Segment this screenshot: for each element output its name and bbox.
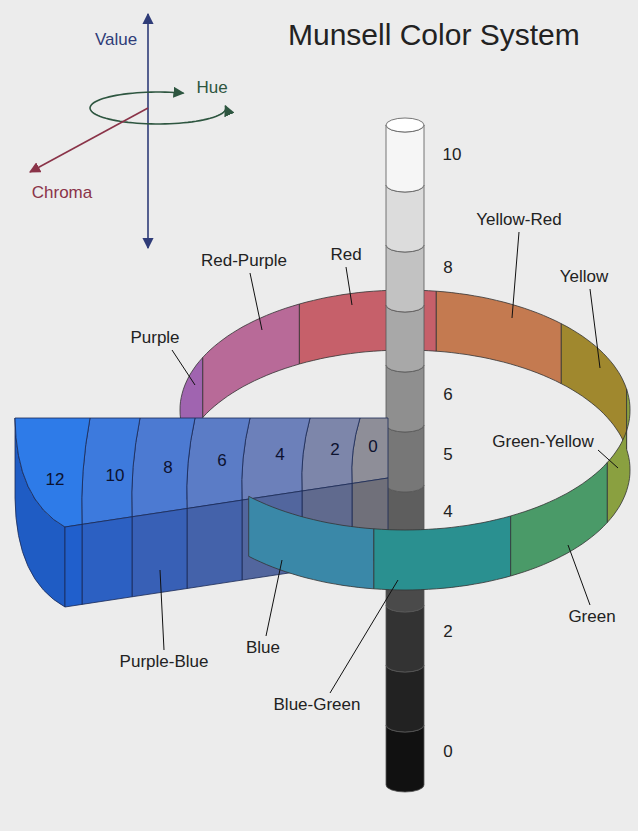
value-band — [386, 185, 424, 252]
hue-arrow — [90, 92, 226, 124]
hue-segment — [607, 389, 630, 522]
column-cap — [386, 118, 424, 132]
hue-ring-front — [249, 463, 608, 590]
hue-segment — [561, 324, 626, 450]
value-band — [386, 305, 424, 372]
hue-label: Yellow — [560, 268, 609, 287]
hue-label: Blue — [246, 639, 280, 658]
hue-segment — [374, 516, 511, 590]
chroma-number: 0 — [368, 438, 377, 457]
axis-label: Chroma — [32, 184, 92, 203]
axis-inset — [30, 14, 226, 248]
chroma-band — [187, 418, 250, 509]
leader-line — [568, 545, 590, 605]
hue-label: Blue-Green — [274, 696, 361, 715]
chroma-band — [302, 418, 360, 491]
value-number: 5 — [443, 446, 452, 465]
chroma-band — [15, 418, 90, 527]
value-band — [386, 425, 424, 492]
chroma-slab — [15, 418, 388, 607]
leader-line — [330, 580, 398, 693]
value-number: 0 — [443, 743, 452, 762]
chroma-band-front — [82, 517, 132, 605]
chroma-band — [82, 418, 140, 524]
hue-label: Red — [330, 246, 361, 265]
chroma-number: 6 — [217, 452, 226, 471]
chroma-band-front — [65, 524, 82, 607]
leader-line — [346, 267, 352, 305]
chroma-number: 8 — [163, 459, 172, 478]
hue-label: Green — [568, 608, 615, 627]
chroma-band — [132, 418, 195, 517]
value-column — [386, 118, 424, 792]
value-band — [386, 725, 424, 792]
leader-line — [172, 350, 195, 385]
chroma-number: 12 — [46, 471, 65, 490]
axis-label: Value — [95, 31, 137, 50]
value-number: 6 — [443, 386, 452, 405]
diagram-title: Munsell Color System — [288, 18, 580, 52]
value-number: 10 — [443, 146, 462, 165]
value-band — [386, 125, 424, 192]
leader-lines — [160, 232, 618, 693]
hue-segment — [511, 463, 608, 576]
hue-segment — [203, 304, 300, 417]
chroma-arrow — [30, 108, 148, 172]
value-band — [386, 605, 424, 672]
hue-label: Yellow-Red — [476, 211, 561, 230]
chroma-band — [242, 418, 310, 500]
value-number: 4 — [443, 503, 452, 522]
value-band — [386, 365, 424, 432]
hue-label: Red-Purple — [201, 252, 287, 271]
chroma-number: 4 — [275, 446, 284, 465]
hue-segment — [436, 291, 561, 384]
value-band — [386, 245, 424, 312]
leader-line — [250, 273, 262, 330]
leader-line — [266, 560, 282, 636]
value-band — [386, 665, 424, 732]
leader-line — [590, 289, 600, 368]
hue-label: Purple-Blue — [120, 653, 209, 672]
value-number: 8 — [443, 259, 452, 278]
hue-label: Green-Yellow — [492, 433, 593, 452]
value-number: 2 — [443, 623, 452, 642]
leader-line — [160, 570, 164, 650]
axis-label: Hue — [196, 79, 227, 98]
chroma-number: 10 — [106, 467, 125, 486]
leader-line — [598, 450, 618, 468]
hue-label: Purple — [130, 329, 179, 348]
chroma-band-front — [187, 500, 242, 588]
chroma-number: 2 — [330, 441, 339, 460]
value-axis — [147, 14, 149, 248]
hue-segment — [249, 496, 374, 589]
chroma-band-front — [132, 509, 187, 597]
leader-line — [512, 232, 519, 318]
